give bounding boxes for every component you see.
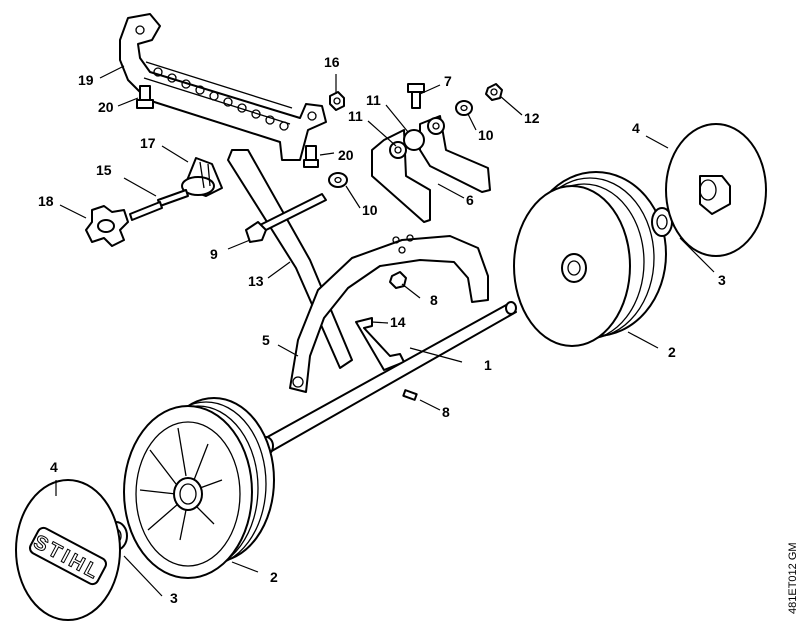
hinge-bracket [371, 115, 491, 223]
callout-11-a: 11 [348, 108, 363, 124]
callout-4-left: 4 [50, 459, 58, 475]
callout-16: 16 [324, 54, 340, 70]
callout-6: 6 [466, 192, 474, 208]
callout-7: 7 [444, 73, 452, 89]
wheel-spokes [139, 427, 223, 541]
bolt-11 [407, 83, 425, 109]
callout-14: 14 [390, 314, 406, 330]
threaded-rod-15 [129, 189, 189, 221]
height-adjustment-bracket [119, 13, 327, 161]
callout-9: 9 [210, 246, 218, 262]
callout-17: 17 [140, 135, 156, 151]
pin-8 [402, 389, 418, 401]
screw-20-right [303, 145, 319, 168]
nut-16 [329, 91, 345, 111]
washer-10-top [455, 100, 473, 116]
callout-15: 15 [96, 162, 112, 178]
callout-12: 12 [524, 110, 540, 126]
callout-3-right: 3 [718, 272, 726, 288]
callout-10-top: 10 [478, 127, 494, 143]
callout-4-right: 4 [632, 120, 640, 136]
nut-12 [485, 83, 503, 101]
clip-ring-right [651, 207, 673, 237]
wheel-right [513, 171, 667, 347]
wheel-left [123, 397, 275, 579]
axle-bracket [289, 234, 489, 393]
handle-cone [181, 157, 223, 197]
callout-1: 1 [484, 357, 492, 373]
hub-cap-left: STIHL [15, 479, 121, 621]
callout-11-b: 11 [366, 92, 381, 108]
drawing-code: 481ET012 GM [787, 542, 799, 614]
callout-20-right: 20 [338, 147, 354, 163]
callout-19: 19 [78, 72, 94, 88]
bolt-9 [245, 193, 327, 243]
callout-2-left: 2 [270, 569, 278, 585]
star-knob [85, 205, 129, 247]
callout-13: 13 [248, 273, 264, 289]
callout-18: 18 [38, 193, 54, 209]
l-pin-14 [355, 317, 405, 371]
washer-10-mid [328, 172, 348, 188]
callout-20-left: 20 [98, 99, 114, 115]
callout-10-mid: 10 [362, 202, 378, 218]
callout-labels: 1 2 2 3 3 4 4 5 6 8 8 9 10 10 11 11 12 1… [38, 54, 726, 606]
hub-cap-right [665, 123, 767, 257]
callout-8-top: 8 [430, 292, 438, 308]
callout-5: 5 [262, 332, 270, 348]
screw-20-left [136, 85, 154, 109]
leader-lines [55, 65, 715, 597]
callout-3-left: 3 [170, 590, 178, 606]
adjustment-notches [153, 67, 289, 131]
callout-2-right: 2 [668, 344, 676, 360]
callout-8-bottom: 8 [442, 404, 450, 420]
